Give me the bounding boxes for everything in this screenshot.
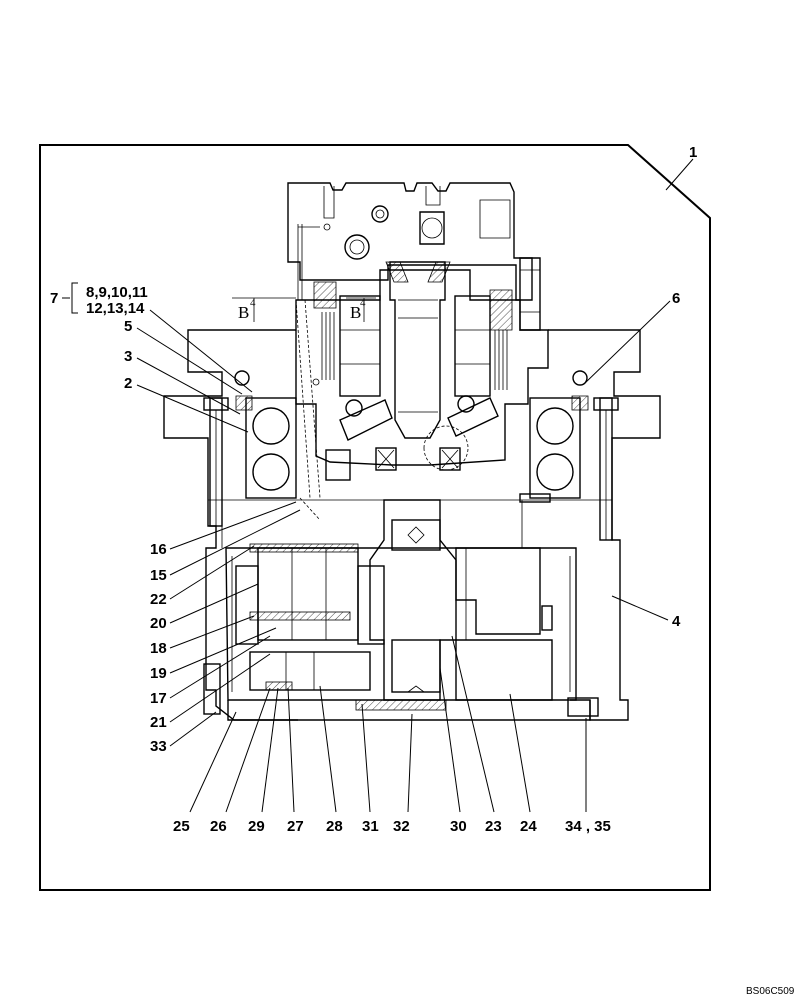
callout-27: 27: [287, 818, 304, 835]
callout-3: 3: [124, 348, 132, 365]
callout-28: 28: [326, 818, 343, 835]
callout-5: 5: [124, 318, 132, 335]
planet-gear-2: [249, 651, 371, 691]
callout-29: 29: [248, 818, 265, 835]
valve-spool: [419, 211, 445, 245]
section-mark-right-number: 4: [360, 297, 366, 309]
bearing-ball-right-lower: [536, 453, 574, 491]
callout-17: 17: [150, 690, 167, 707]
diagram-frame: [39, 144, 711, 891]
callout-34-35: 34 , 35: [565, 818, 611, 835]
leader-7: [149, 309, 253, 393]
callout-31: 31: [362, 818, 379, 835]
callout-19: 19: [150, 665, 167, 682]
valve-port-b: [344, 234, 370, 260]
callout-4: 4: [672, 613, 681, 630]
callout-18: 18: [150, 640, 167, 657]
section-mark-left-number: 4: [250, 297, 256, 309]
bottom-callouts: 25 26 29 27 28 31 32 30 23 24 34 , 35: [173, 635, 611, 835]
callout-2: 2: [124, 375, 132, 392]
planet-gear-1: [257, 547, 359, 641]
valve-port-a-inner: [375, 209, 385, 219]
valve-port-a: [371, 205, 389, 223]
flange-bolt-right: [593, 397, 619, 541]
callout-30: 30: [450, 818, 467, 835]
group-bracket: [71, 282, 78, 314]
callout-6: 6: [672, 290, 680, 307]
callout-24: 24: [520, 818, 537, 835]
callout-8-11: 8,9,10,11: [86, 284, 148, 301]
ring-gear-housing: [225, 547, 577, 701]
callout-21: 21: [150, 714, 167, 731]
output-drum: [455, 547, 541, 635]
housing-outer-right: [548, 329, 661, 721]
section-mark-left-letter: B: [238, 303, 249, 322]
detail-circle: [423, 425, 469, 471]
brake-disc-stack-right: [494, 330, 508, 390]
flange-bolt-left: [203, 397, 229, 527]
piston-right: [454, 295, 491, 397]
brake-disc-stack-left: [321, 312, 335, 380]
travel-motor-drawing: [163, 182, 661, 721]
callout-22: 22: [150, 591, 167, 608]
bearing-ball-left-upper: [252, 407, 290, 445]
callout-26: 26: [210, 818, 227, 835]
callout-12-14: 12,13,14: [86, 300, 145, 317]
callout-1: 1: [689, 144, 697, 161]
leader-1: [665, 158, 694, 191]
bearing-ball-right-upper: [536, 407, 574, 445]
piston-left: [339, 295, 381, 397]
valve-port-b-inner: [349, 239, 365, 255]
callout-33: 33: [150, 738, 167, 755]
drain-plug: [203, 663, 221, 715]
callout-32: 32: [393, 818, 410, 835]
bearing-ball-left-lower: [252, 453, 290, 491]
left-callouts: 5 3 2 16 15 22 20 18 19 17 21 33: [124, 318, 301, 755]
housing-outer-left: [163, 329, 298, 721]
figure-code: BS06C509: [746, 986, 795, 997]
callout-23: 23: [485, 818, 502, 835]
right-callouts: 6 4: [583, 290, 681, 630]
drive-shaft: [389, 261, 446, 439]
callout-7: 7: [50, 290, 58, 307]
bottom-cover: [227, 700, 591, 721]
callout-20: 20: [150, 615, 167, 632]
valve-block: [287, 182, 533, 301]
section-mark-right-letter: B: [350, 303, 361, 322]
callout-15: 15: [150, 567, 167, 584]
callout-16: 16: [150, 541, 167, 558]
motor-casing: [295, 269, 549, 466]
callout-25: 25: [173, 818, 190, 835]
